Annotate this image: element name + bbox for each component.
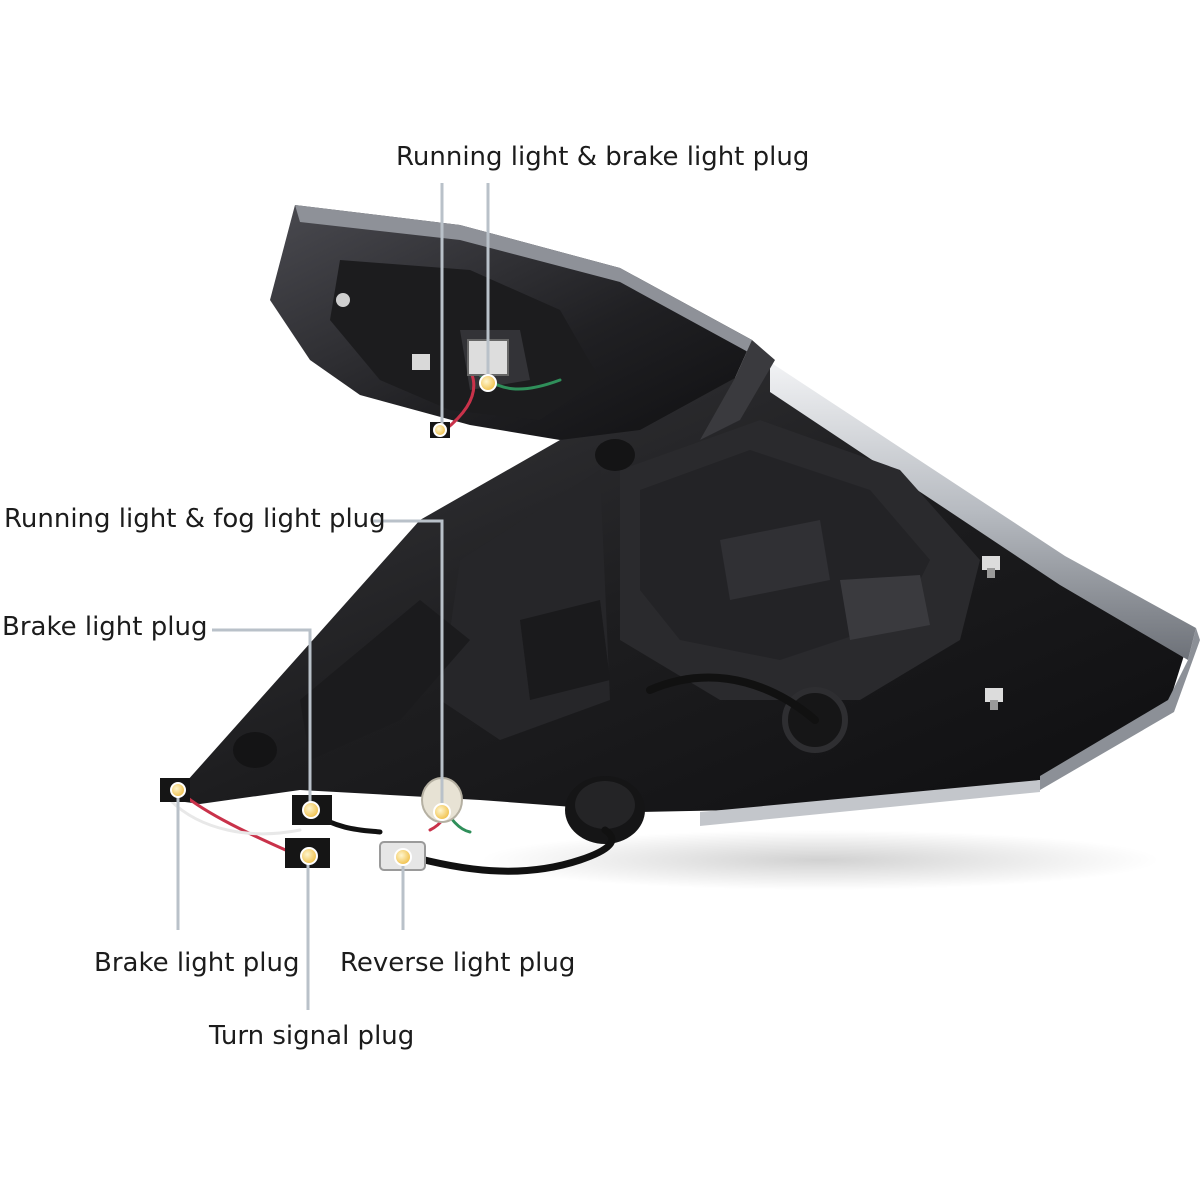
plug-dot-brake-lower xyxy=(170,782,186,798)
mounting-stud-2 xyxy=(985,688,1003,710)
label-running-fog-plug: Running light & fog light plug xyxy=(4,504,386,534)
plug-dot-reverse xyxy=(394,848,412,866)
mounting-stud-1 xyxy=(982,556,1000,578)
main-tail-light-housing xyxy=(170,362,1200,844)
plug-dot-running-small xyxy=(433,423,447,437)
plug-markers xyxy=(170,374,497,866)
floor-shadow xyxy=(480,830,1160,890)
plug-dot-turn-signal xyxy=(300,847,318,865)
leader-lines xyxy=(176,183,490,1010)
plug-dot-running-fog xyxy=(433,803,451,821)
label-turn-signal-plug: Turn signal plug xyxy=(209,1021,415,1051)
label-brake-plug-lower: Brake light plug xyxy=(94,948,300,978)
leader-brake-upper xyxy=(212,628,312,808)
plug-dot-brake-upper xyxy=(302,801,320,819)
label-running-brake-plug: Running light & brake light plug xyxy=(396,142,810,172)
label-brake-plug-upper: Brake light plug xyxy=(2,612,208,642)
label-reverse-plug: Reverse light plug xyxy=(340,948,576,978)
leader-running-fog xyxy=(372,519,444,810)
plug-dot-running-brake xyxy=(479,374,497,392)
